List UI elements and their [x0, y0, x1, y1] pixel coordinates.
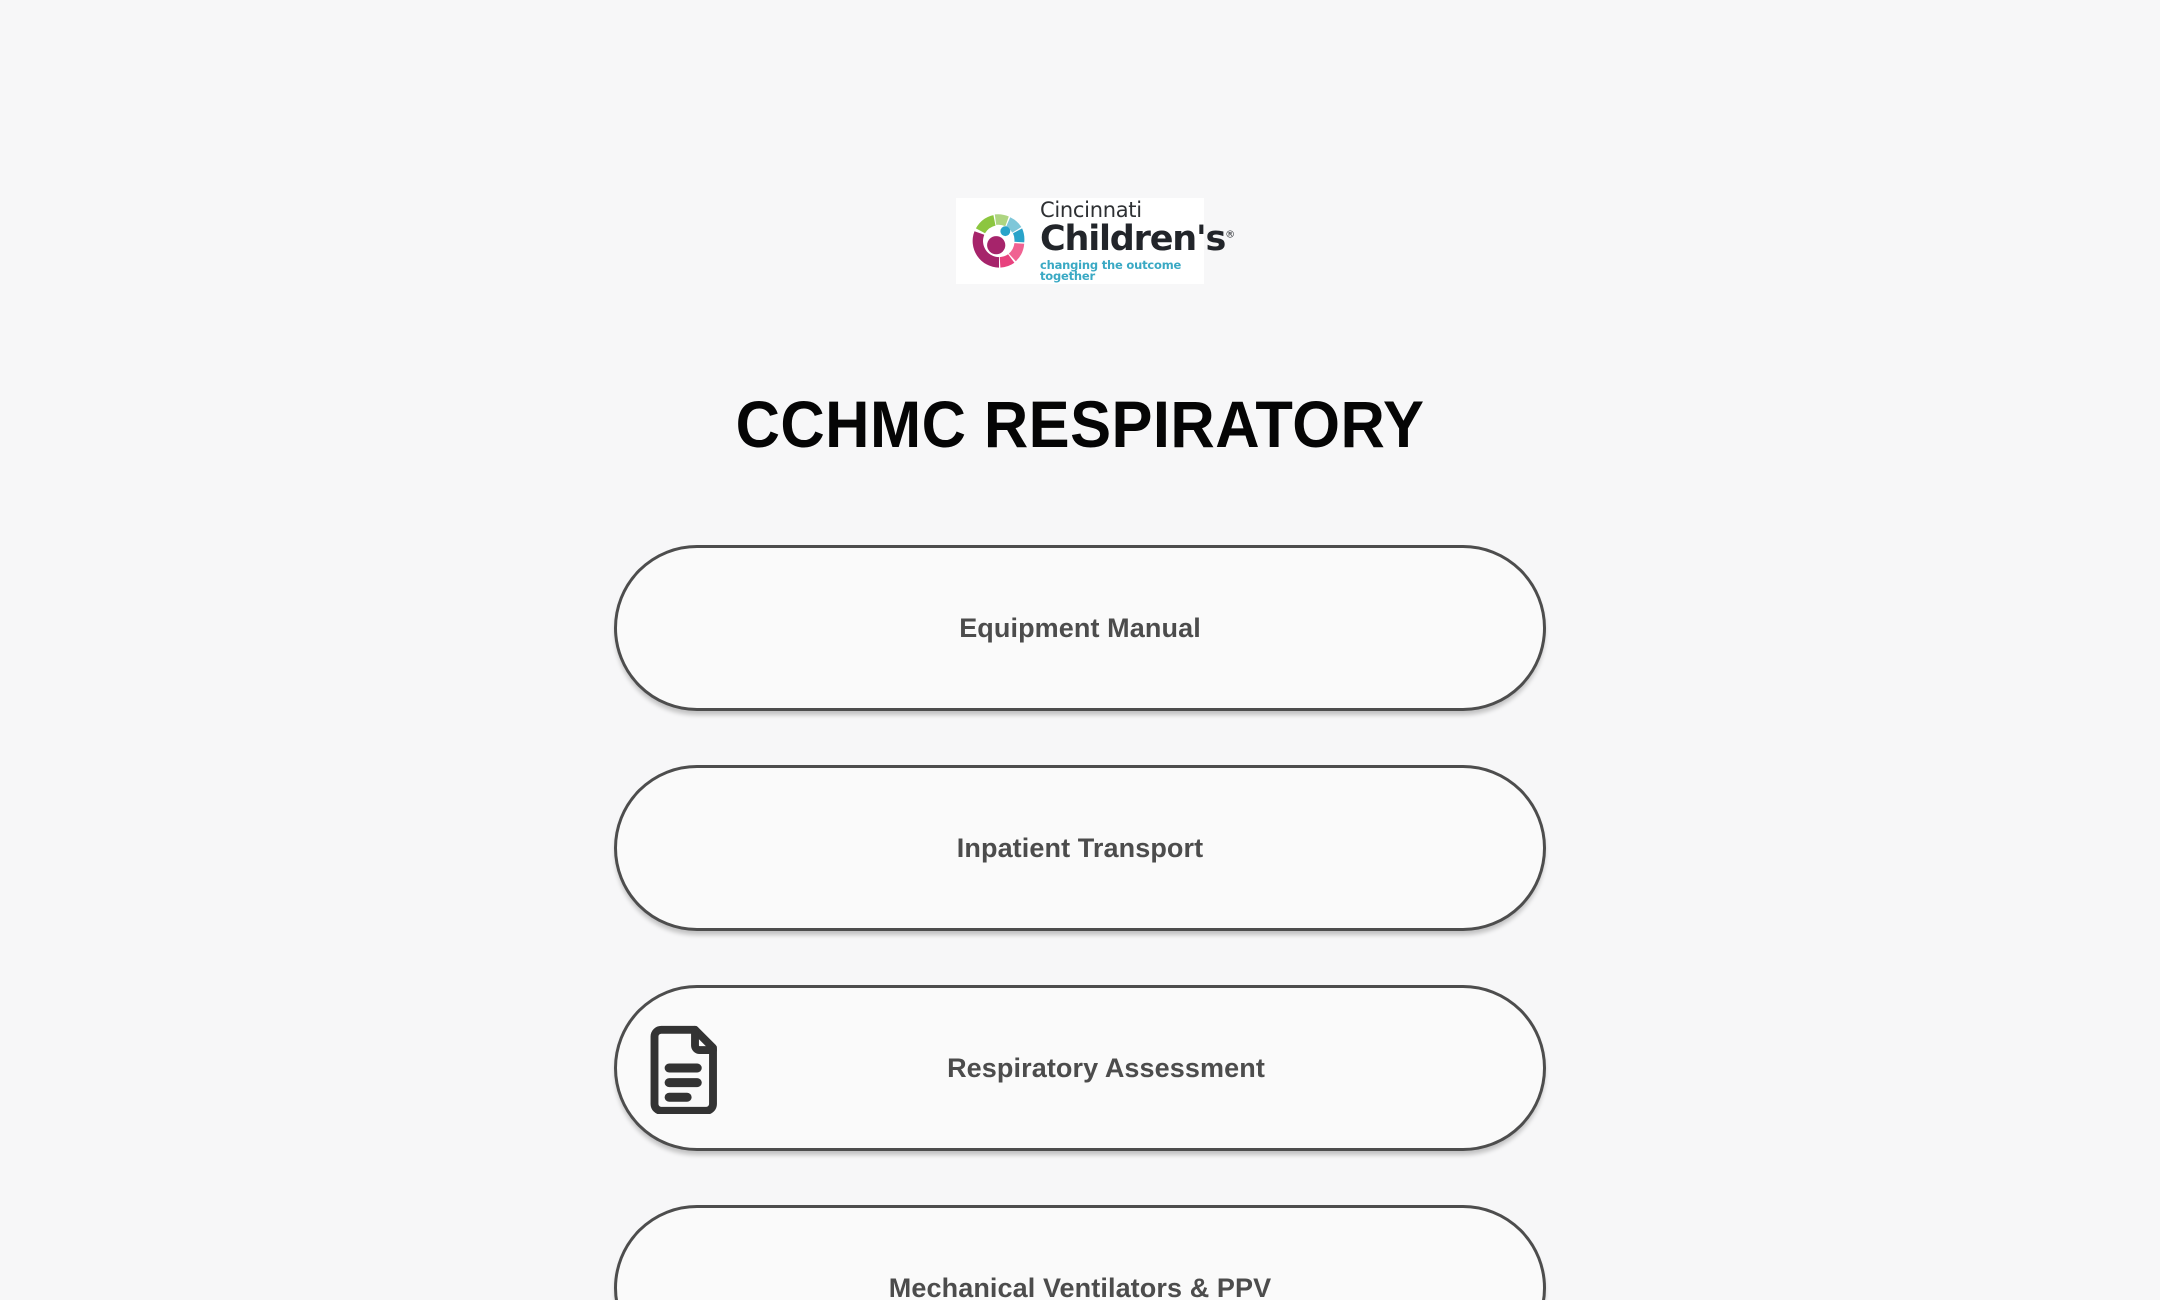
menu-button-label: Mechanical Ventilators & PPV [888, 1272, 1272, 1300]
page-title: CCHMC RESPIRATORY [735, 387, 1425, 461]
document-icon [647, 1018, 725, 1118]
menu-button-inpatient-transport[interactable]: Inpatient Transport [614, 765, 1546, 931]
registered-trademark-icon: ® [1225, 228, 1235, 240]
logo-wordmark: Cincinnati Children's® changing the outc… [1040, 197, 1235, 283]
main-menu: Equipment Manual Inpatient Transport Res… [614, 545, 1546, 1300]
menu-button-label: Respiratory Assessment [947, 1052, 1265, 1083]
childrens-circle-mark-icon [964, 206, 1034, 276]
cincinnati-childrens-logo: Cincinnati Children's® changing the outc… [956, 198, 1235, 284]
menu-button-mechanical-ventilators-ppv[interactable]: Mechanical Ventilators & PPV [614, 1205, 1546, 1300]
menu-button-respiratory-assessment[interactable]: Respiratory Assessment [614, 985, 1546, 1151]
logo-line-childrens: Children's® [1040, 218, 1235, 259]
menu-button-equipment-manual[interactable]: Equipment Manual [614, 545, 1546, 711]
logo-tagline: changing the outcome together [1040, 257, 1182, 283]
logo-line-cincinnati: Cincinnati [1040, 197, 1142, 222]
menu-button-label: Equipment Manual [959, 612, 1201, 643]
menu-button-label: Inpatient Transport [956, 832, 1204, 863]
